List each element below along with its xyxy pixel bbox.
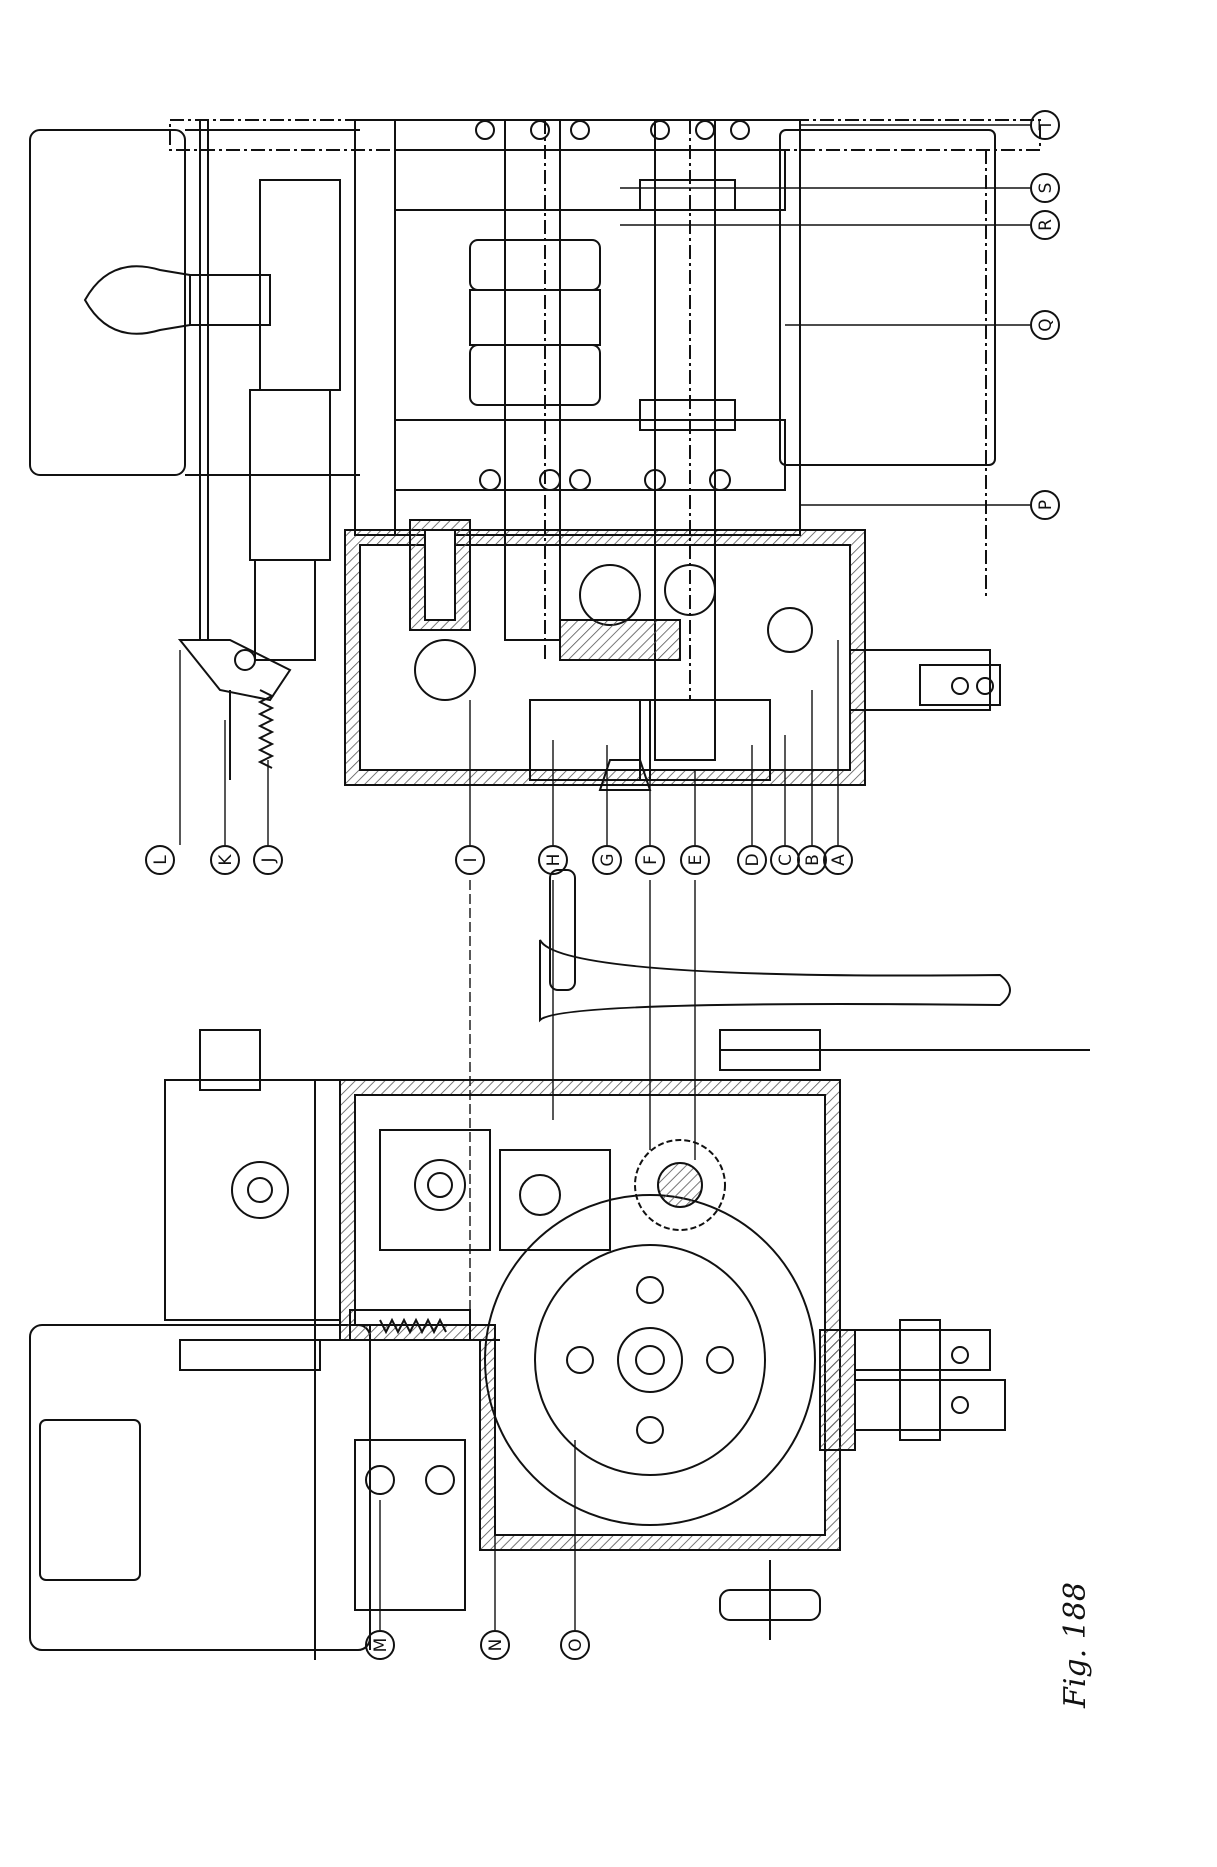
hand-lever <box>539 869 1090 1071</box>
label-K: K <box>216 854 236 866</box>
label-Q: Q <box>1036 318 1056 331</box>
label-F: F <box>641 855 661 865</box>
label-T: T <box>1036 119 1056 131</box>
label-C: C <box>776 854 796 866</box>
pinion-gear <box>634 1139 726 1231</box>
callout-circles <box>145 110 1060 1660</box>
figure-caption: Fig. 188 <box>1058 1582 1093 1709</box>
label-D: D <box>743 853 763 866</box>
label-L: L <box>151 855 171 865</box>
label-P: P <box>1036 500 1056 510</box>
label-O: O <box>566 1638 586 1651</box>
label-I: I <box>461 857 481 862</box>
spring-upper <box>257 689 275 769</box>
lower-gearbox-assembly <box>29 1029 1006 1660</box>
label-A: A <box>829 854 849 866</box>
label-M: M <box>371 1638 391 1653</box>
upper-gearbox-assembly <box>29 119 1041 791</box>
callout-leaders <box>179 124 1030 1630</box>
motor-housing-upper <box>29 129 186 476</box>
label-E: E <box>686 855 706 866</box>
motor-housing-lower <box>29 1324 371 1651</box>
label-J: J <box>259 857 279 863</box>
spring-lower <box>379 1317 447 1335</box>
label-S: S <box>1036 183 1056 194</box>
main-shaft-upper <box>394 149 786 211</box>
label-H: H <box>544 854 564 867</box>
valve-assembly <box>819 1319 1006 1451</box>
label-G: G <box>598 853 618 866</box>
label-B: B <box>803 854 823 866</box>
bolt-row-top <box>475 120 750 491</box>
label-N: N <box>486 1639 506 1652</box>
bevel-gear-left <box>414 639 476 701</box>
callout-labels: A B C D E F G H I J K L M N O P Q R S T <box>151 119 1056 1652</box>
lever-linkage <box>177 639 292 702</box>
label-R: R <box>1036 219 1056 231</box>
cam-disc <box>484 1194 816 1526</box>
main-shaft-lower <box>394 419 786 491</box>
wing-knob <box>83 265 191 335</box>
